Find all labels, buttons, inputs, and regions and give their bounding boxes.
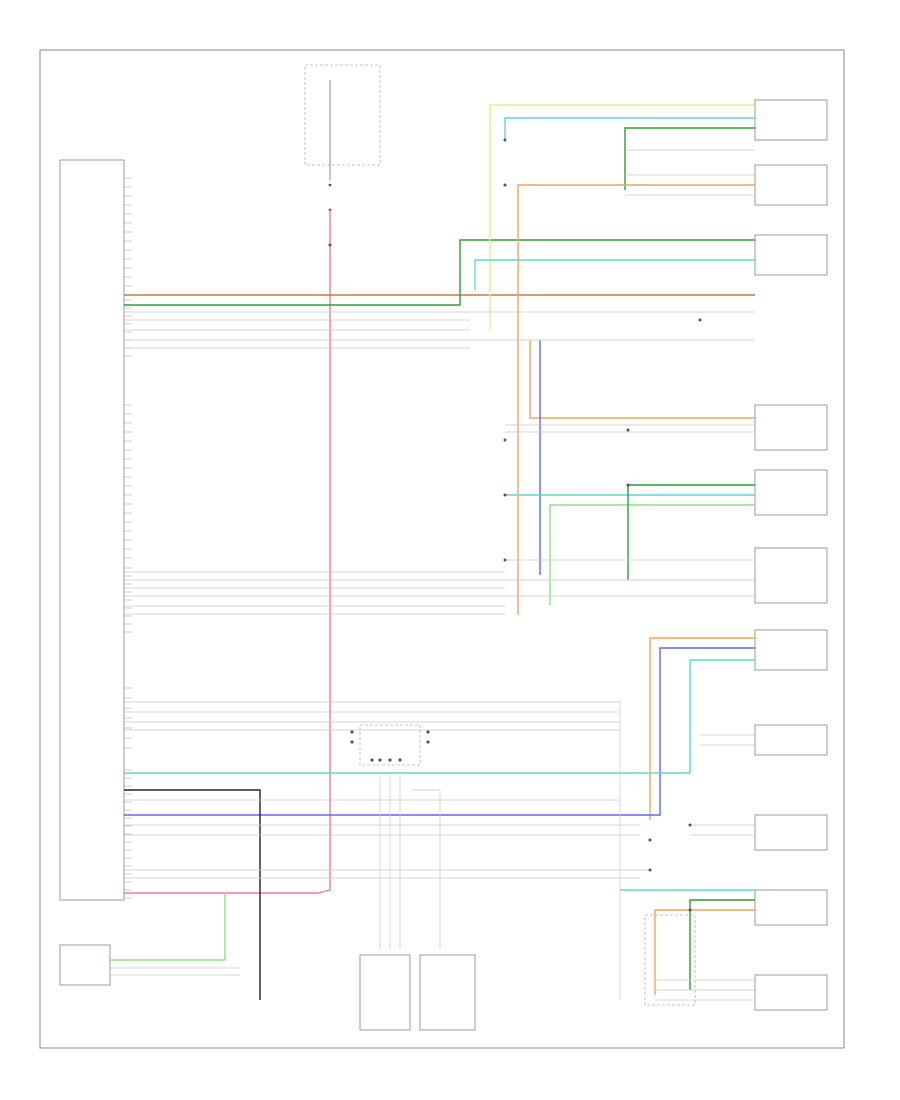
component-right-5 <box>754 469 828 516</box>
center-junction <box>350 724 430 766</box>
right-components <box>754 99 828 1011</box>
component-dashed-right <box>644 914 696 1006</box>
wire-lightgreen-bottom <box>110 893 226 961</box>
diagram-frame <box>39 49 845 1049</box>
wire-green-lower <box>689 899 755 990</box>
wire-green-right <box>627 484 755 580</box>
component-bottom-center-left <box>359 954 411 1031</box>
component-right-2 <box>754 164 828 206</box>
splice-dot <box>688 908 692 912</box>
splice-dot <box>626 428 630 432</box>
fuse-box <box>304 64 381 212</box>
component-bottom-left <box>59 944 111 986</box>
splice-dot <box>503 493 507 497</box>
wire-cyan-3 <box>474 259 755 290</box>
component-right-6 <box>754 547 828 604</box>
splice-dot <box>503 438 507 442</box>
component-top-right <box>754 99 828 141</box>
component-right-9 <box>754 814 828 851</box>
wire-orange-4 <box>529 340 755 419</box>
wire-orange-mid <box>517 184 755 615</box>
wire-cyan-long <box>124 659 755 774</box>
wires <box>110 104 755 1000</box>
splice-dot <box>688 823 692 827</box>
wire-lightgreen-mid <box>549 504 755 605</box>
gray-wires <box>110 138 755 1001</box>
splice-dot <box>328 243 332 247</box>
bottom-components <box>59 914 696 1031</box>
component-right-10 <box>754 889 828 926</box>
component-bottom-center-right <box>419 954 476 1031</box>
component-right-11 <box>754 974 828 1011</box>
wire-green-2 <box>624 127 755 190</box>
splice-dot <box>503 138 507 142</box>
splice-dot <box>503 558 507 562</box>
component-right-3 <box>754 234 828 276</box>
wire-black-bottom <box>124 789 261 1000</box>
component-right-4 <box>754 404 828 451</box>
wire-blue-lower <box>124 647 755 816</box>
main-module <box>59 159 125 901</box>
wire-orange-bottom <box>654 909 755 995</box>
wire-green-top <box>124 239 755 306</box>
component-right-7 <box>754 629 828 671</box>
module-pin-ticks <box>124 177 132 899</box>
wire-cyan-top <box>504 117 755 140</box>
wire-pink-main <box>124 210 331 894</box>
wire-yellow-top <box>489 104 755 330</box>
wire-orange-lower <box>649 637 755 820</box>
splice-dot <box>648 868 652 872</box>
splice-dot <box>698 318 702 322</box>
splice-dot <box>626 483 630 487</box>
splice-dot <box>648 838 652 842</box>
splice-dot <box>503 183 507 187</box>
component-right-8 <box>754 724 828 756</box>
